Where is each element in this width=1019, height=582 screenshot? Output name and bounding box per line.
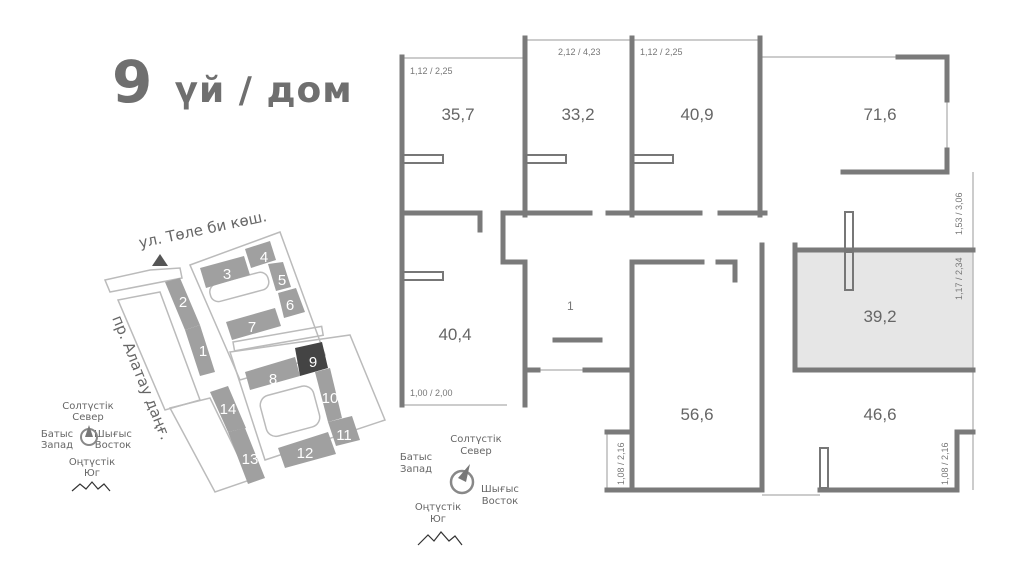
- svg-text:5: 5: [278, 272, 286, 289]
- svg-text:1: 1: [199, 343, 207, 360]
- floor-plan: 35,7 33,2 40,9 71,6 40,4 39,2 56,6 46,6 …: [399, 35, 976, 546]
- svg-text:Шығыс: Шығыс: [94, 429, 132, 440]
- building-8: 8: [245, 357, 300, 390]
- site-compass: Солтүстік Север Батыс Запад Шығыс Восток…: [41, 400, 132, 492]
- window-dimension: 1,53 / 3,06: [954, 192, 964, 235]
- svg-text:7: 7: [248, 319, 256, 336]
- unit-area: 40,4: [438, 325, 471, 344]
- site-outlines: [103, 231, 386, 493]
- unit-area: 56,6: [680, 405, 713, 424]
- unit-area: 46,6: [863, 405, 896, 424]
- compass-icon: [449, 469, 475, 495]
- window-dimension: 1,12 / 2,25: [410, 66, 453, 76]
- building-12: 12: [278, 432, 336, 468]
- svg-text:Восток: Восток: [95, 440, 131, 451]
- svg-text:Восток: Восток: [482, 496, 518, 507]
- window-dimension: 1,08 / 2,16: [616, 442, 626, 485]
- svg-text:9: 9: [309, 354, 317, 371]
- svg-text:13: 13: [242, 451, 259, 468]
- svg-text:Оңтүстік: Оңтүстік: [69, 456, 115, 468]
- svg-text:11: 11: [336, 427, 352, 444]
- building-2: 2: [165, 278, 200, 330]
- svg-text:Юг: Юг: [84, 468, 100, 479]
- building-5: 5: [268, 262, 291, 291]
- window-dimension: 1,08 / 2,16: [940, 442, 950, 485]
- building-13: 13: [228, 428, 265, 484]
- unit-highlight-fill: [795, 250, 973, 370]
- window-dimension: 1,17 / 2,34: [954, 257, 964, 300]
- building-title: 9 үй / дом: [112, 48, 353, 116]
- svg-text:3: 3: [223, 266, 231, 283]
- stair-label: 1: [567, 299, 574, 313]
- svg-text:Батыс: Батыс: [400, 452, 432, 463]
- building-7: 7: [226, 308, 281, 340]
- building-label: үй / дом: [174, 70, 353, 111]
- plan-compass: Солтүстік Север Батыс Запад Шығыс Восток…: [400, 433, 519, 546]
- building-10: 10: [315, 368, 342, 422]
- building-4: 4: [245, 241, 276, 268]
- svg-text:Запад: Запад: [41, 440, 73, 451]
- building-6: 6: [278, 288, 305, 318]
- svg-text:Юг: Юг: [430, 514, 446, 525]
- street-west-label: пр. Алатау даңғ.: [108, 313, 174, 443]
- mountains-icon: [71, 481, 111, 492]
- building-3: 3: [200, 256, 250, 288]
- unit-area: 33,2: [561, 105, 594, 124]
- entrance-icon: [152, 254, 168, 266]
- window-dimension: 1,00 / 2,00: [410, 388, 453, 398]
- mountains-icon: [417, 531, 463, 546]
- svg-text:6: 6: [286, 297, 294, 314]
- svg-text:Солтүстік: Солтүстік: [450, 433, 501, 445]
- svg-text:10: 10: [322, 390, 339, 407]
- window-dimension: 1,12 / 2,25: [640, 47, 683, 57]
- building-14: 14: [210, 386, 246, 432]
- window-dimension: 2,12 / 4,23: [558, 47, 601, 57]
- walls: [399, 35, 976, 493]
- svg-text:8: 8: [269, 371, 277, 388]
- svg-text:4: 4: [260, 249, 268, 266]
- svg-text:14: 14: [220, 401, 237, 418]
- svg-text:Шығыс: Шығыс: [481, 484, 519, 495]
- unit-area: 35,7: [441, 105, 474, 124]
- unit-area-highlighted: 39,2: [863, 307, 896, 326]
- svg-text:Запад: Запад: [400, 464, 432, 475]
- unit-area: 71,6: [863, 105, 896, 124]
- building-9: 9: [295, 342, 328, 376]
- svg-text:Батыс: Батыс: [41, 429, 73, 440]
- svg-text:2: 2: [179, 294, 187, 311]
- site-buildings: 3 4 5 6 7 2 1 8 9 10 11 12 13 14: [165, 241, 360, 484]
- svg-text:12: 12: [297, 445, 314, 462]
- svg-text:Оңтүстік: Оңтүстік: [415, 501, 461, 513]
- svg-text:Север: Север: [460, 446, 492, 457]
- building-number: 9: [112, 48, 154, 116]
- svg-text:Север: Север: [72, 412, 104, 423]
- street-north-label: ул. Төле би көш.: [137, 207, 268, 252]
- svg-text:Солтүстік: Солтүстік: [62, 400, 113, 412]
- unit-area: 40,9: [680, 105, 713, 124]
- building-11: 11: [328, 416, 360, 446]
- building-1: 1: [185, 325, 215, 376]
- site-map: ул. Төле би көш. пр. Алатау даңғ. 3 4 5 …: [41, 207, 386, 493]
